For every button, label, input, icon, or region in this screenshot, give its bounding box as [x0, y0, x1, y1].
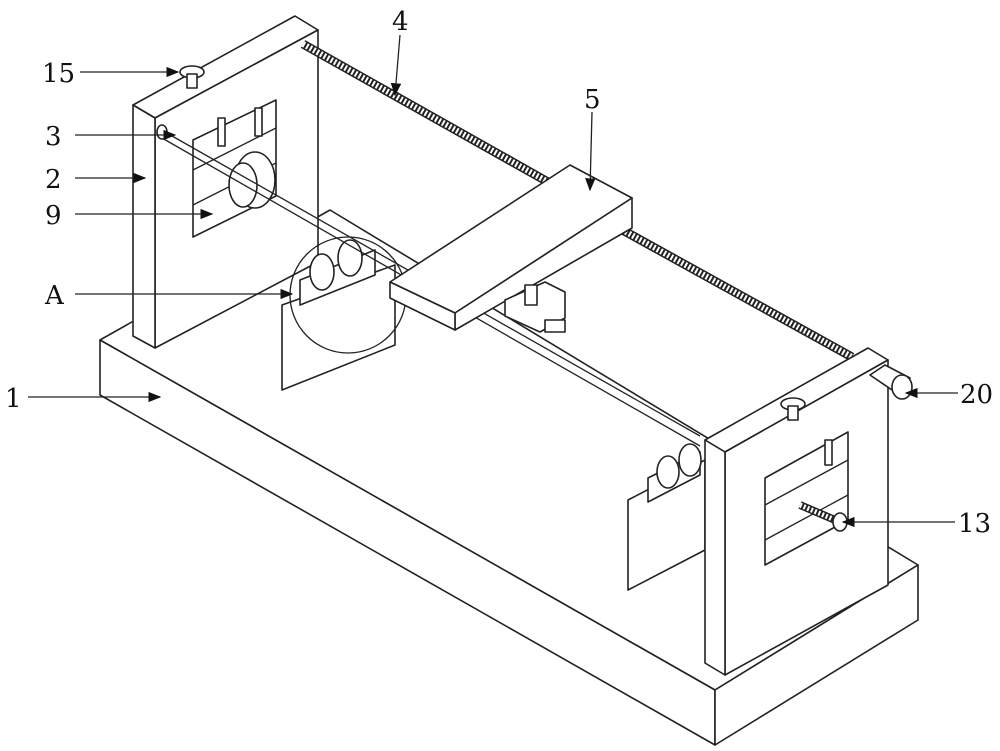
label-1: 1	[5, 384, 22, 414]
label-A: A	[44, 281, 65, 311]
label-9: 9	[45, 201, 62, 231]
label-13: 13	[958, 509, 991, 539]
label-2: 2	[45, 165, 62, 195]
label-20: 20	[960, 380, 993, 410]
label-4: 4	[392, 7, 409, 37]
slider-block	[390, 165, 632, 332]
label-5: 5	[584, 85, 601, 115]
label-3: 3	[45, 122, 62, 152]
label-15: 15	[42, 59, 75, 89]
